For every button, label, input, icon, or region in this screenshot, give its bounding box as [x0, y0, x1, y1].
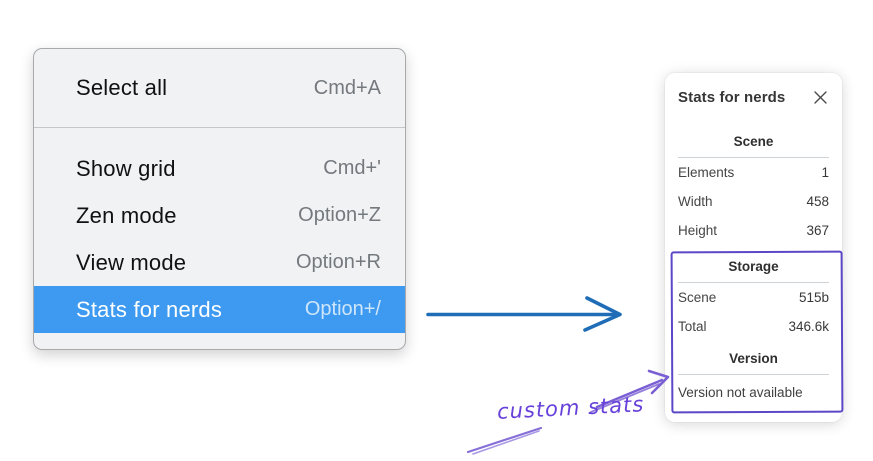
menu-item-show-grid[interactable]: Show grid Cmd+': [34, 145, 405, 192]
stat-row-scene-storage: Scene 515b: [678, 283, 829, 312]
stat-value: 458: [806, 194, 829, 209]
context-menu: Select all Cmd+A Show grid Cmd+' Zen mod…: [33, 48, 406, 350]
menu-item-zen-mode[interactable]: Zen mode Option+Z: [34, 192, 405, 239]
menu-item-label: View mode: [76, 249, 187, 275]
section-header-scene: Scene: [733, 133, 774, 149]
menu-section-bottom: Show grid Cmd+' Zen mode Option+Z View m…: [34, 128, 405, 349]
menu-item-label: Stats for nerds: [76, 296, 223, 322]
menu-item-label: Show grid: [76, 155, 176, 181]
divider: [678, 374, 829, 375]
stat-label: Elements: [678, 165, 735, 180]
stats-panel: Stats for nerds Scene Elements 1 Width 4…: [665, 73, 842, 422]
menu-item-shortcut: Cmd+': [323, 157, 381, 179]
annotation-label: custom stats: [496, 392, 645, 424]
stats-panel-titlebar: Stats for nerds: [678, 85, 829, 109]
highlight-rectangle: [670, 250, 844, 414]
stat-row-elements: Elements 1: [678, 158, 829, 187]
section-header-version: Version: [729, 350, 778, 366]
stat-row-width: Width 458: [678, 187, 829, 216]
divider: [678, 157, 829, 158]
menu-section-top: Select all Cmd+A: [34, 49, 405, 128]
menu-item-view-mode[interactable]: View mode Option+R: [34, 239, 405, 286]
stat-label: Total: [678, 319, 707, 334]
stat-label: Width: [678, 194, 713, 209]
stat-value: 515b: [798, 290, 829, 305]
section-header-storage: Storage: [728, 258, 779, 274]
stat-row-total-storage: Total 346.6k: [678, 312, 829, 341]
stat-row-height: Height 367: [678, 216, 829, 245]
menu-item-shortcut: Cmd+A: [313, 76, 381, 99]
menu-item-select-all[interactable]: Select all Cmd+A: [34, 65, 405, 111]
stat-label: Height: [678, 223, 718, 238]
menu-item-shortcut: Option+R: [295, 251, 381, 273]
menu-item-shortcut: Option+Z: [298, 204, 381, 226]
menu-item-label: Zen mode: [76, 202, 177, 228]
stat-label: Scene: [678, 290, 717, 305]
stat-value: 346.6k: [788, 319, 829, 334]
stat-value: 367: [806, 223, 829, 238]
version-status-text: Version not available: [678, 385, 803, 400]
stats-panel-title: Stats for nerds: [678, 88, 786, 106]
divider: [678, 282, 829, 283]
menu-item-shortcut: Option+/: [304, 298, 381, 320]
menu-item-stats-for-nerds[interactable]: Stats for nerds Option+/: [34, 286, 405, 333]
close-icon[interactable]: [811, 88, 829, 106]
stat-value: 1: [821, 165, 829, 180]
menu-item-label: Select all: [76, 75, 168, 100]
